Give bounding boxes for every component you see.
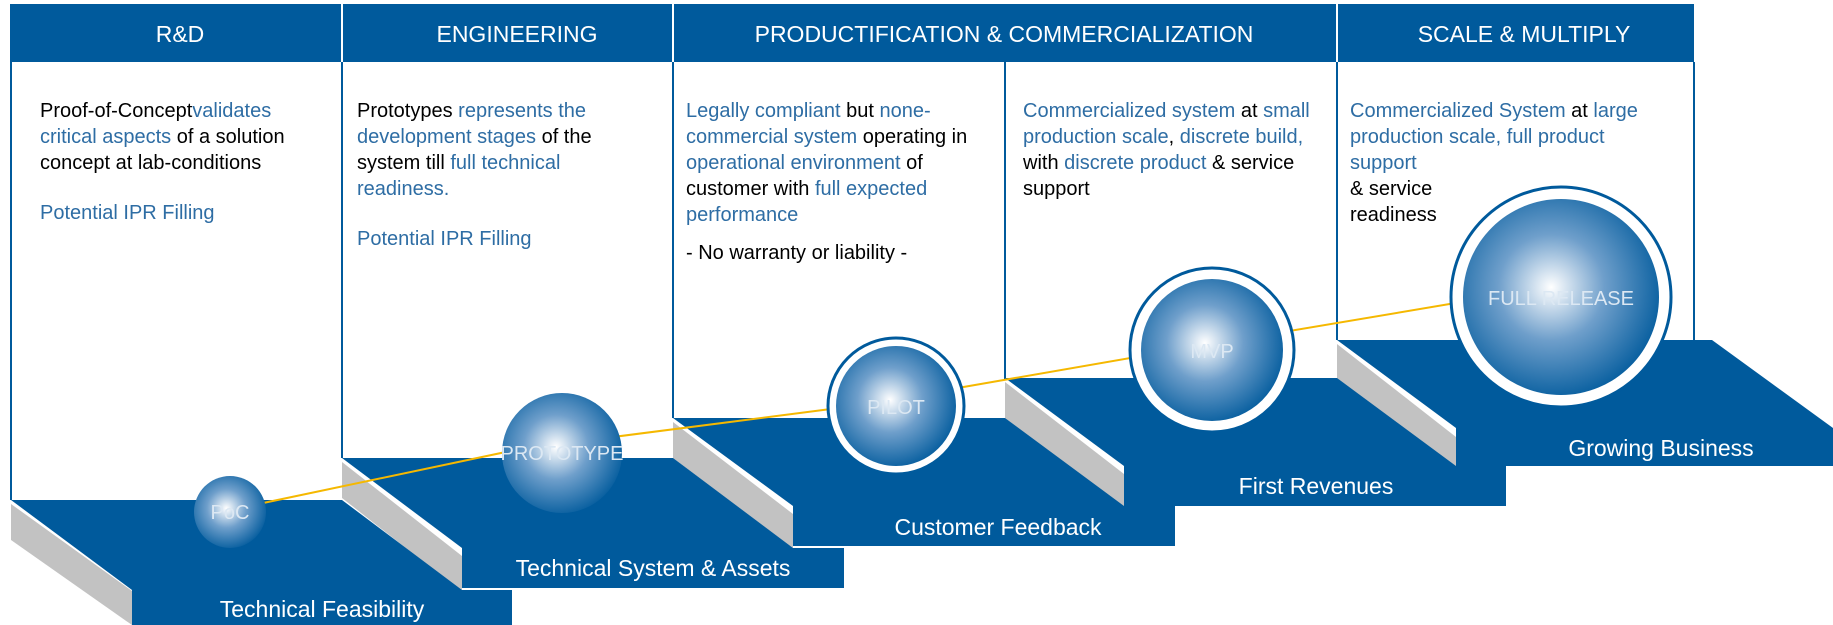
milestone-pilot-orb	[836, 346, 956, 466]
desc-highlight: none-commercial system	[686, 100, 931, 148]
milestone-full-release: FULL RELEASE	[1449, 185, 1673, 409]
phase-header-bar: R&D ENGINEERING PRODUCTIFICATION & COMME…	[10, 4, 1694, 62]
milestone-poc: PoC	[194, 476, 266, 548]
milestone-prototype-label: PROTOTYPE	[501, 443, 624, 465]
step-3-label-bar	[793, 506, 1175, 546]
desc-highlight: discrete build,	[1179, 126, 1304, 148]
milestone-mvp-label: MVP	[1190, 341, 1233, 363]
full-release-description: Commercialized System at large productio…	[1350, 98, 1650, 228]
desc-highlight: Legally compliant	[686, 100, 841, 122]
desc-highlight: Commercialized system	[1023, 100, 1236, 122]
desc-highlight: large production scale, full product sup…	[1350, 100, 1638, 174]
mvp-description: Commercialized system at small productio…	[1023, 98, 1323, 202]
step-label-technical-system: Technical System & Assets	[516, 555, 791, 581]
milestone-full-release-label: FULL RELEASE	[1488, 288, 1634, 310]
desc-text: of the system till	[357, 126, 592, 174]
milestone-pilot-label: PILOT	[867, 397, 925, 419]
desc-text: with	[1023, 152, 1065, 174]
desc-text: Proof-of-Concept	[40, 100, 193, 122]
step-1-label-bar	[132, 590, 512, 625]
desc-highlight: operational environment	[686, 152, 901, 174]
column-borders	[10, 62, 1695, 500]
step-2-label-bar	[462, 548, 844, 588]
step-4-side	[1005, 382, 1124, 510]
desc-text: at	[1565, 100, 1594, 122]
milestone-full-release-orb	[1463, 199, 1659, 395]
phase-title-productification: PRODUCTIFICATION & COMMERCIALIZATION	[755, 21, 1254, 47]
step-4-label-bar	[1124, 466, 1506, 506]
desc-text: of customer with	[686, 152, 923, 200]
full-release-description-text: Commercialized System at large productio…	[1350, 98, 1650, 176]
step-3-side	[673, 422, 793, 550]
milestone-mvp-orb	[1141, 279, 1283, 421]
desc-highlight: represents the development stages	[357, 100, 587, 148]
engineering-ipr-note: Potential IPR Filling	[357, 228, 532, 250]
milestone-pilot: PILOT	[826, 336, 966, 476]
milestone-poc-orb	[194, 476, 266, 548]
desc-text: ,	[1168, 126, 1180, 148]
pilot-warranty-note: - No warranty or liability -	[686, 242, 908, 264]
step-1-side	[11, 504, 132, 625]
mvp-description-text: Commercialized system at small productio…	[1023, 98, 1323, 202]
header-background	[10, 4, 1694, 62]
milestone-mvp: MVP	[1128, 266, 1296, 434]
full-release-service-text: & service readiness	[1350, 178, 1437, 226]
desc-text: & service support	[1023, 152, 1295, 200]
desc-text: but	[840, 100, 880, 122]
engineering-description: Prototypes represents the development st…	[357, 98, 647, 252]
rnd-description-text: Proof-of-Conceptvalidates critical aspec…	[40, 98, 330, 176]
engineering-description-text: Prototypes represents the development st…	[357, 98, 647, 202]
step-5-side	[1337, 344, 1456, 473]
pilot-description: Legally compliant but none-commercial sy…	[686, 98, 981, 266]
pilot-description-text: Legally compliant but none-commercial sy…	[686, 98, 981, 228]
step-label-customer-feedback: Customer Feedback	[894, 514, 1102, 540]
step-label-technical-feasibility: Technical Feasibility	[220, 596, 425, 622]
rnd-ipr-note: Potential IPR Filling	[40, 202, 215, 224]
desc-highlight: full expected performance	[686, 178, 928, 226]
desc-text: at	[1235, 100, 1264, 122]
phase-title-rnd: R&D	[156, 21, 205, 47]
phase-title-engineering: ENGINEERING	[436, 21, 597, 47]
step-label-growing-business: Growing Business	[1568, 435, 1753, 461]
step-5-label-bar	[1456, 428, 1833, 466]
milestone-poc-label: PoC	[211, 502, 250, 524]
step-label-first-revenues: First Revenues	[1239, 473, 1394, 499]
desc-highlight: full technical readiness.	[357, 152, 561, 200]
desc-text: of a solution concept at lab-conditions	[40, 126, 285, 174]
rnd-description: Proof-of-Conceptvalidates critical aspec…	[40, 98, 330, 226]
milestone-prototype: PROTOTYPE	[501, 393, 624, 513]
step-2-side	[342, 462, 462, 592]
phase-title-scale: SCALE & MULTIPLY	[1418, 21, 1631, 47]
milestone-prototype-orb	[502, 393, 622, 513]
desc-highlight: Commercialized System	[1350, 100, 1566, 122]
desc-text: operating in	[857, 126, 968, 148]
desc-highlight: validates critical aspects	[40, 100, 272, 148]
desc-text: Prototypes	[357, 100, 459, 122]
desc-highlight: discrete product	[1064, 152, 1207, 174]
desc-highlight: small production scale	[1023, 100, 1310, 148]
